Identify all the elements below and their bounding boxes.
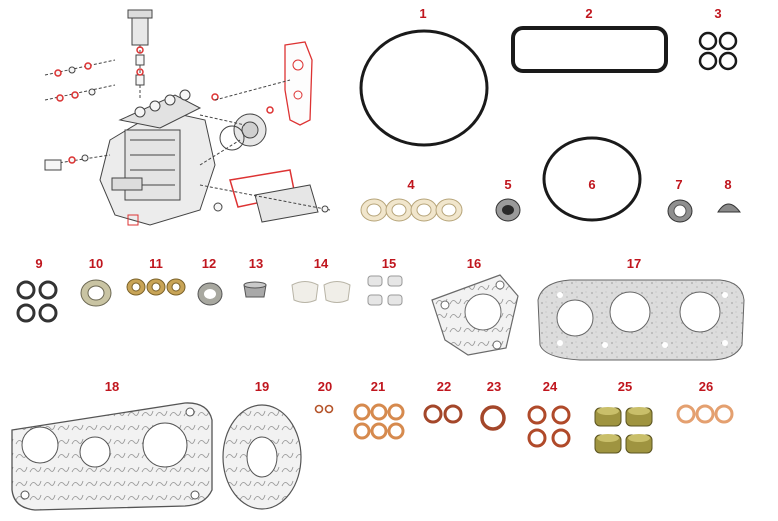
pump-exploded-diagram-icon — [44, 9, 331, 226]
part-label-4: 4 — [407, 177, 415, 192]
bushing-icon — [291, 281, 351, 303]
part-label-14: 14 — [313, 256, 329, 271]
shaft-seal-icon — [667, 199, 693, 223]
part-label-8: 8 — [724, 177, 732, 192]
part-label-1: 1 — [419, 6, 427, 21]
part-label-12: 12 — [201, 256, 217, 271]
gasket-icon — [431, 274, 519, 356]
part-label-15: 15 — [381, 256, 397, 271]
bushing-icon — [367, 275, 403, 306]
part-label-16: 16 — [466, 256, 482, 271]
part-label-25: 25 — [617, 379, 633, 394]
copper-washer-icon — [353, 403, 405, 440]
o-ring-icon — [542, 136, 642, 222]
part-label-10: 10 — [88, 256, 104, 271]
part-label-2: 2 — [585, 6, 593, 21]
part-label-19: 19 — [254, 379, 270, 394]
part-label-17: 17 — [626, 256, 642, 271]
copper-washer-icon — [676, 404, 734, 424]
o-ring-icon — [698, 31, 738, 71]
gasket-icon — [222, 404, 302, 510]
part-label-21: 21 — [370, 379, 386, 394]
part-label-7: 7 — [675, 177, 683, 192]
gasket-icon — [11, 402, 213, 511]
o-ring-icon — [359, 29, 489, 147]
copper-washer-icon — [80, 279, 112, 307]
gasket-icon — [511, 26, 668, 73]
part-label-5: 5 — [504, 177, 512, 192]
part-label-3: 3 — [714, 6, 722, 21]
part-label-9: 9 — [35, 256, 43, 271]
o-ring-icon — [16, 280, 58, 323]
o-ring-icon — [314, 404, 334, 414]
copper-washer-icon — [480, 405, 506, 431]
part-label-18: 18 — [104, 379, 120, 394]
part-label-22: 22 — [436, 379, 452, 394]
cup-plug-icon — [594, 407, 653, 454]
bushing-icon — [243, 281, 267, 298]
part-label-20: 20 — [317, 379, 333, 394]
copper-washer-icon — [126, 278, 186, 296]
part-label-6: 6 — [588, 177, 596, 192]
copper-washer-icon — [527, 405, 571, 448]
copper-washer-icon — [423, 404, 463, 424]
part-label-26: 26 — [698, 379, 714, 394]
copper-washer-icon — [197, 282, 223, 306]
part-label-11: 11 — [149, 256, 163, 271]
shaft-seal-icon — [495, 198, 521, 222]
part-label-23: 23 — [486, 379, 502, 394]
copper-washer-icon — [360, 198, 463, 222]
part-label-24: 24 — [542, 379, 558, 394]
part-label-13: 13 — [248, 256, 264, 271]
gasket-icon — [537, 279, 745, 361]
woodruff-key-icon — [717, 203, 742, 213]
